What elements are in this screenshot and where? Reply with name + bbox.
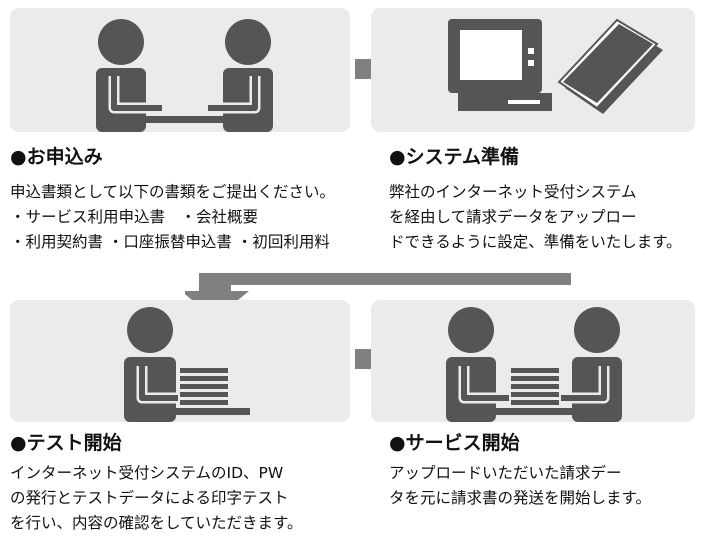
documents-icon — [557, 18, 663, 114]
step-description-application: 申込書類として以下の書類をご提出ください。 ・サービス利用申込書 ・会社概要 ・… — [10, 180, 335, 255]
step-line: タを元に請求書の発送を開始します。 — [389, 489, 651, 507]
step-title-service-start: ●サービス開始 — [389, 432, 520, 454]
step-line: 弊社のインターネット受付システム — [389, 183, 637, 201]
step-line: の発行とテストデータによる印字テスト — [10, 489, 289, 507]
step-line: ドできるように設定、準備をいたします。 — [389, 233, 682, 251]
step-title-application: ●お申込み — [10, 146, 103, 168]
panel-test-start — [10, 300, 350, 422]
step-description-service-start: アップロードいただいた請求デー タを元に請求書の発送を開始します。 — [389, 461, 651, 511]
step-description-system-setup: 弊社のインターネット受付システム を経由して請求データをアップロー ドできるよう… — [389, 180, 682, 255]
person-with-documents-icon — [124, 307, 250, 422]
computer-icon — [448, 18, 663, 114]
step-title-system-setup: ●システム準備 — [389, 146, 520, 168]
step-title-test-start: ●テスト開始 — [10, 432, 122, 454]
document-stack-icon — [180, 368, 228, 405]
panel-service-start — [371, 300, 695, 422]
step-line: ・サービス利用申込書 ・会社概要 — [10, 208, 259, 226]
panel-application — [10, 8, 350, 132]
step-line: ・利用契約書 ・口座振替申込書 ・初回利用料 — [10, 233, 330, 251]
step-line: アップロードいただいた請求デー — [389, 464, 622, 482]
step-line: インターネット受付システムのID、PW — [10, 464, 284, 482]
step-line: を行い、内容の確認をしていただきます。 — [10, 514, 303, 532]
panel-system-setup — [371, 8, 695, 132]
step-description-test-start: インターネット受付システムのID、PW の発行とテストデータによる印字テスト を… — [10, 461, 303, 536]
step-line: を経由して請求データをアップロー — [389, 208, 637, 226]
connector-arrow-icon — [185, 273, 571, 319]
people-with-documents-icon — [446, 307, 622, 422]
step-line: 申込書類として以下の書類をご提出ください。 — [10, 183, 336, 201]
document-stack-icon — [511, 368, 559, 405]
people-meeting-icon — [96, 19, 273, 132]
